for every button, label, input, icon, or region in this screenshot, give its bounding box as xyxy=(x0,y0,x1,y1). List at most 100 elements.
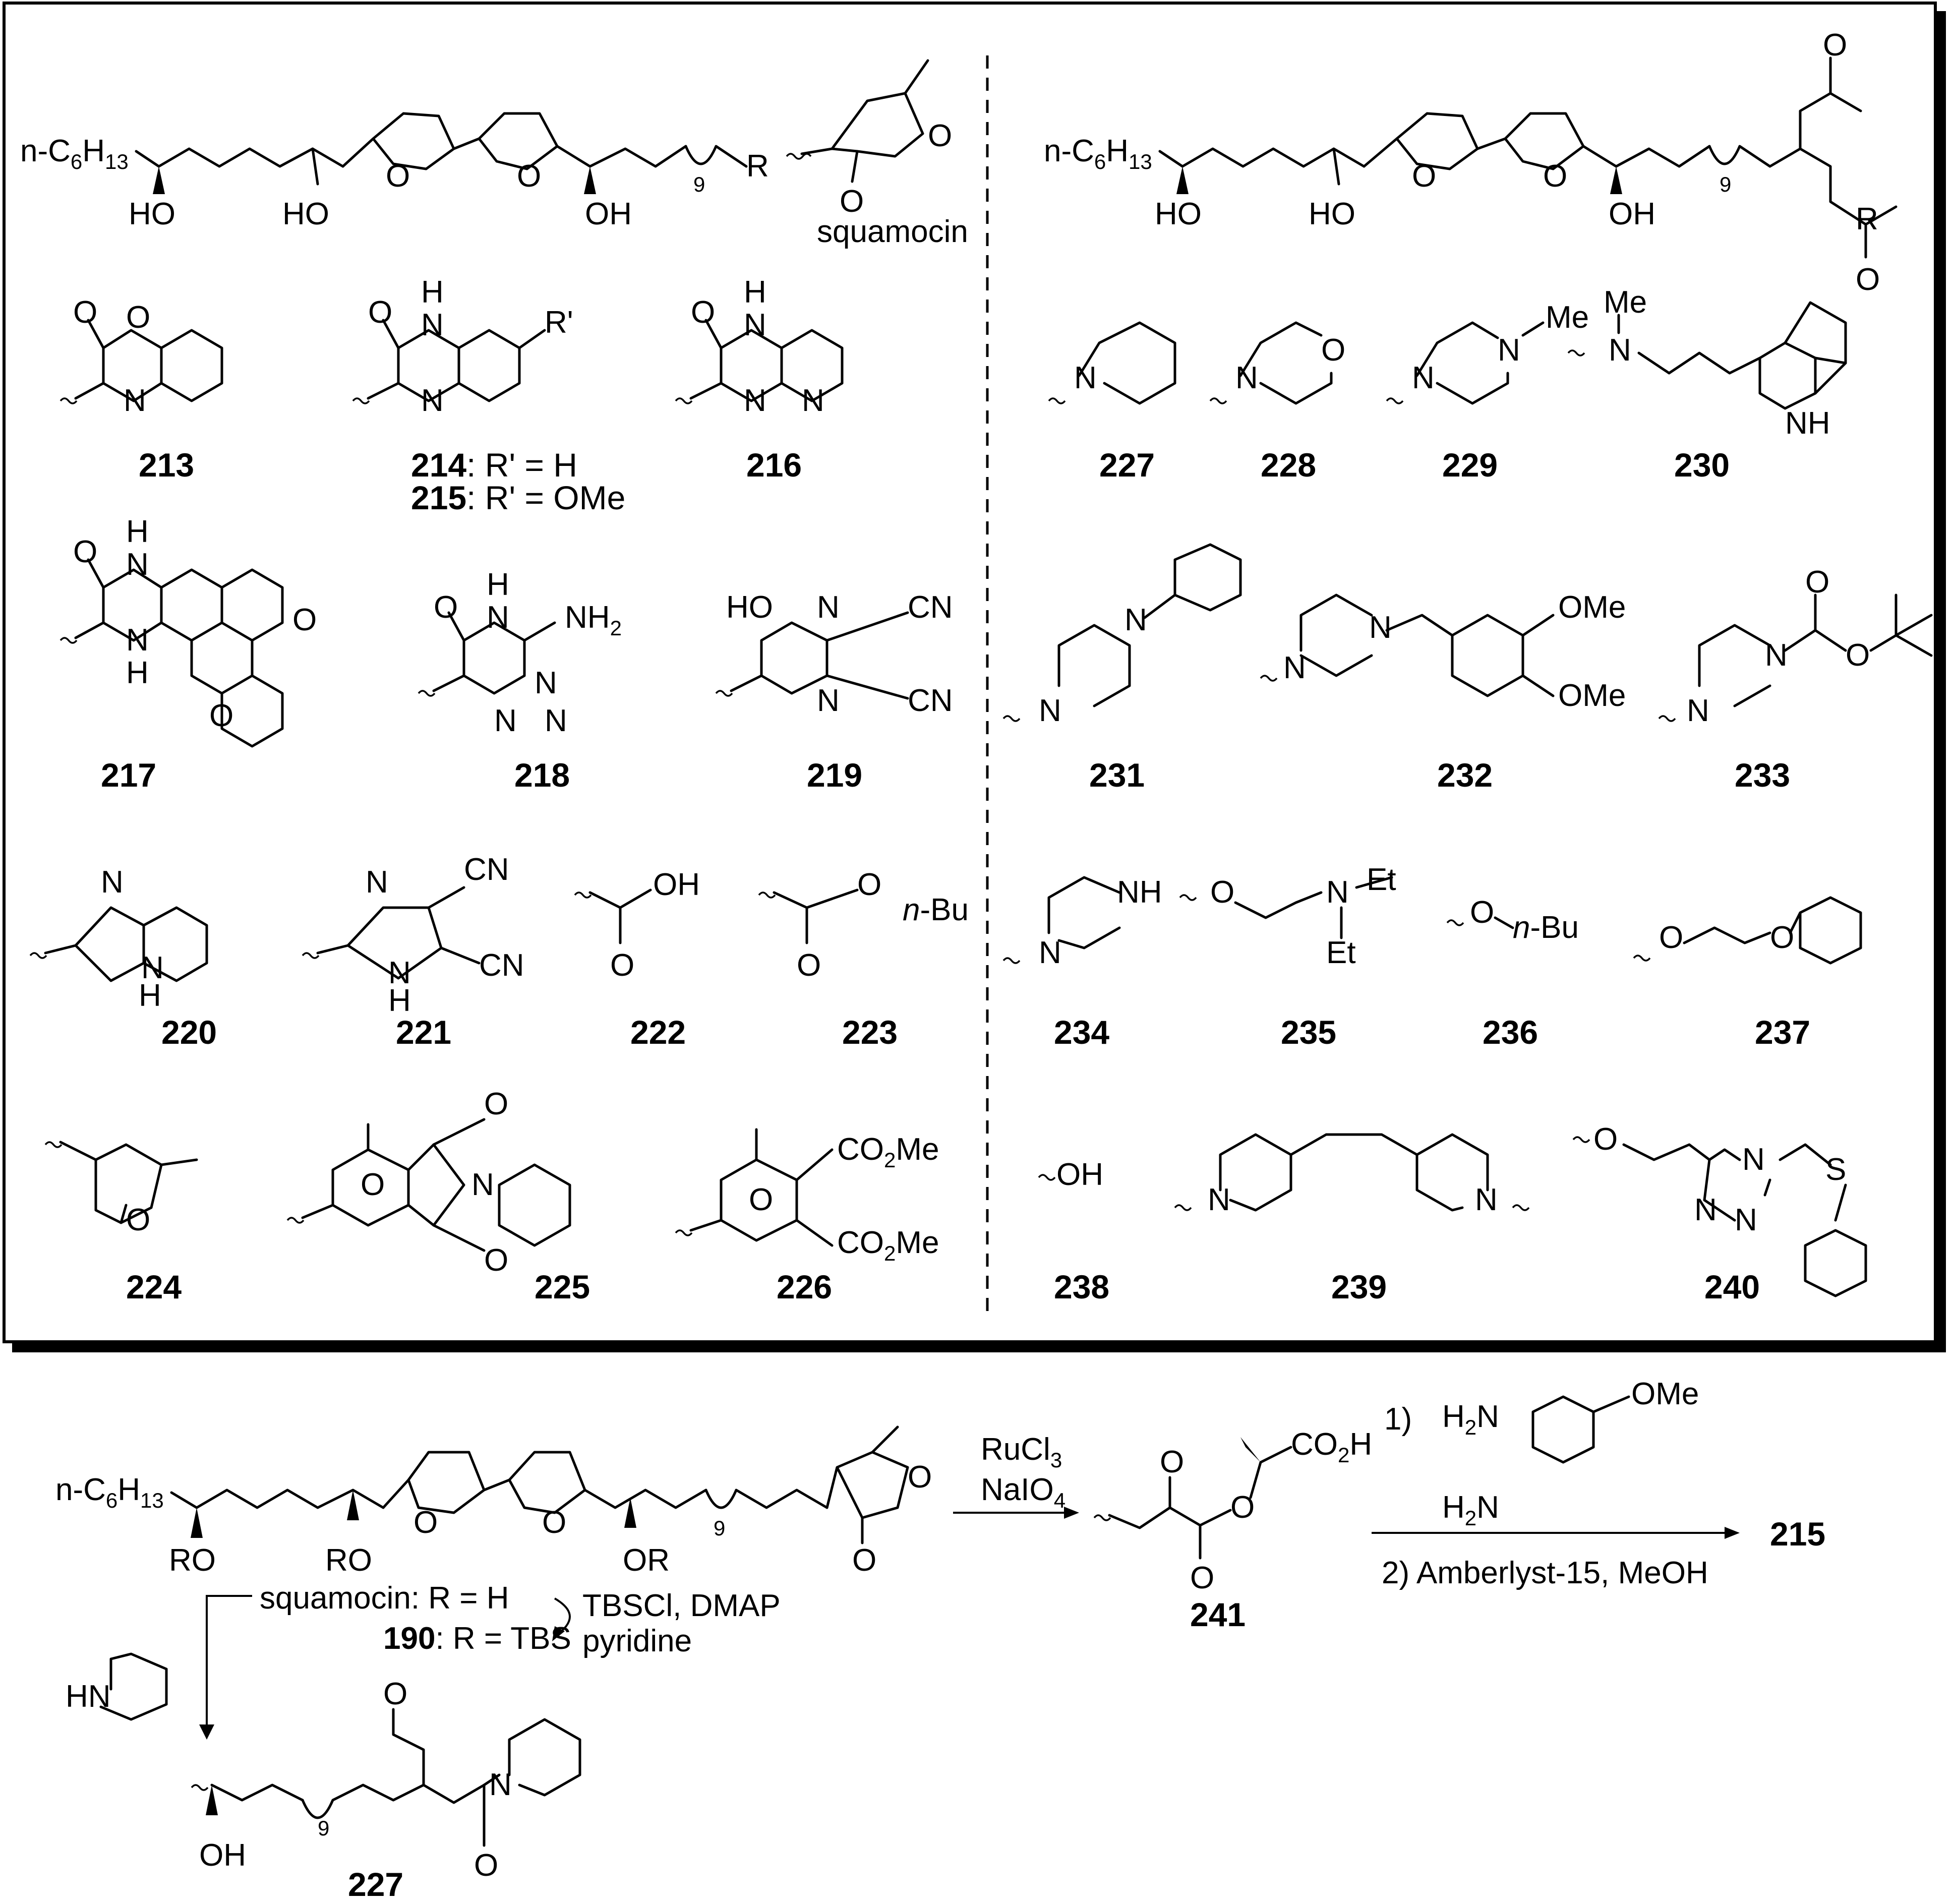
svg-text:1): 1) xyxy=(1384,1402,1412,1437)
svg-text:Me: Me xyxy=(1604,285,1647,320)
svg-text:O: O xyxy=(1470,895,1494,930)
svg-text:237: 237 xyxy=(1755,1014,1810,1051)
svg-text:N: N xyxy=(817,683,840,718)
svg-text:215: R' = OMe: 215: R' = OMe xyxy=(411,479,625,516)
svg-text:N: N xyxy=(545,703,567,738)
svg-text:N: N xyxy=(802,383,824,418)
svg-text:CO2Me: CO2Me xyxy=(837,1132,939,1172)
svg-text:NH2: NH2 xyxy=(565,600,622,640)
svg-text:H: H xyxy=(388,983,411,1018)
compound-217: H N O N H O O 217 xyxy=(60,514,317,794)
scaffold-prefix: n-C6H13 xyxy=(20,134,129,173)
compound-214: H N O N R' 214: R' = H 215: R' = OMe xyxy=(352,275,625,516)
compound-226: O CO2Me CO2Me 226 xyxy=(675,1128,939,1305)
svg-text:O: O xyxy=(209,698,233,733)
compound-213: O O N 213 xyxy=(60,295,223,484)
compound-225: O N O O 225 xyxy=(286,1087,590,1305)
svg-text:233: 233 xyxy=(1735,756,1790,794)
panel-frame xyxy=(3,2,1937,1343)
svg-text:N: N xyxy=(1765,638,1788,673)
svg-text:N: N xyxy=(388,956,411,990)
svg-text:9: 9 xyxy=(1720,172,1731,196)
svg-text:2) Amberlyst-15, MeOH: 2) Amberlyst-15, MeOH xyxy=(1382,1556,1708,1590)
svg-text:N: N xyxy=(1124,603,1147,637)
svg-text:CO2Me: CO2Me xyxy=(837,1225,939,1265)
svg-text:n-Bu: n-Bu xyxy=(903,892,969,927)
svg-text:O: O xyxy=(908,1460,932,1495)
svg-text:O: O xyxy=(1543,159,1567,194)
svg-text:O: O xyxy=(383,1677,407,1711)
svg-text:O: O xyxy=(126,1203,150,1237)
amide-product-227: O OH 9 N O 227 xyxy=(191,1677,581,1903)
compound-219: HO N CN N CN 219 xyxy=(715,590,953,794)
svg-text:N: N xyxy=(421,383,444,418)
svg-text:O: O xyxy=(840,184,864,219)
svg-text:N: N xyxy=(124,383,146,418)
svg-text:O: O xyxy=(1210,875,1234,910)
svg-text:NaIO4: NaIO4 xyxy=(981,1472,1065,1512)
svg-text:H: H xyxy=(139,978,161,1013)
svg-text:224: 224 xyxy=(126,1268,182,1305)
svg-text:N: N xyxy=(126,623,149,658)
svg-text:239: 239 xyxy=(1331,1268,1387,1305)
right-scaffold: n-C6H13 O R O HO HO OH O O 9 xyxy=(1044,28,1898,297)
svg-text:TBSCl, DMAP: TBSCl, DMAP xyxy=(582,1588,781,1623)
svg-text:O: O xyxy=(1321,333,1345,368)
svg-text:O: O xyxy=(1770,920,1794,955)
svg-text:squamocin: R = H: squamocin: R = H xyxy=(260,1581,509,1616)
svg-text:N: N xyxy=(101,865,124,900)
svg-text:HO: HO xyxy=(1309,197,1355,231)
svg-text:O: O xyxy=(749,1182,773,1217)
svg-text:O: O xyxy=(1659,920,1683,955)
svg-text:O: O xyxy=(368,295,392,330)
svg-text:N: N xyxy=(1412,361,1435,395)
svg-text:221: 221 xyxy=(396,1014,451,1051)
svg-text:O: O xyxy=(852,1543,876,1578)
svg-text:N: N xyxy=(494,703,517,738)
svg-text:218: 218 xyxy=(514,756,570,794)
svg-text:O: O xyxy=(1190,1561,1214,1595)
svg-text:OR: OR xyxy=(623,1543,670,1578)
svg-text:N: N xyxy=(535,666,557,700)
svg-text:HO: HO xyxy=(1155,197,1202,231)
svg-text:O: O xyxy=(413,1505,438,1540)
svg-text:CN: CN xyxy=(479,948,524,983)
svg-text:H: H xyxy=(126,514,149,549)
compound-222: OH O 222 xyxy=(574,867,700,1051)
compound-239: N N 239 xyxy=(1174,1133,1530,1305)
svg-text:214: R' = H: 214: R' = H xyxy=(411,446,577,484)
svg-text:O: O xyxy=(474,1848,498,1883)
svg-text:O: O xyxy=(1846,638,1870,673)
svg-text:O: O xyxy=(1856,262,1880,297)
svg-text:Et: Et xyxy=(1367,862,1396,897)
svg-text:235: 235 xyxy=(1281,1014,1336,1051)
svg-text:HO: HO xyxy=(726,590,773,625)
svg-text:NH: NH xyxy=(1117,875,1162,910)
svg-text:190: R = TBS: 190: R = TBS xyxy=(383,1621,571,1656)
svg-text:Et: Et xyxy=(1326,935,1356,970)
svg-text:N: N xyxy=(1235,361,1258,395)
svg-text:222: 222 xyxy=(630,1014,686,1051)
svg-text:232: 232 xyxy=(1437,756,1493,794)
svg-text:N: N xyxy=(489,1767,512,1802)
svg-text:9: 9 xyxy=(714,1516,725,1540)
svg-text:220: 220 xyxy=(161,1014,217,1051)
svg-text:N: N xyxy=(126,547,149,582)
svg-text:O: O xyxy=(1412,159,1436,194)
svg-text:N: N xyxy=(141,950,164,985)
svg-text:9: 9 xyxy=(693,172,705,196)
svg-text:CO2H: CO2H xyxy=(1291,1427,1372,1467)
svg-text:n-Bu: n-Bu xyxy=(1513,910,1579,945)
svg-text:RuCl3: RuCl3 xyxy=(981,1432,1062,1472)
svg-text:227: 227 xyxy=(1099,446,1155,484)
svg-text:NH: NH xyxy=(1785,406,1830,441)
svg-text:OH: OH xyxy=(1609,197,1655,231)
svg-text:N: N xyxy=(1694,1193,1717,1227)
svg-text:N: N xyxy=(1742,1142,1765,1177)
svg-text:pyridine: pyridine xyxy=(582,1624,692,1658)
svg-text:215: 215 xyxy=(1770,1515,1825,1553)
svg-text:O: O xyxy=(292,603,317,637)
svg-text:N: N xyxy=(1609,333,1631,368)
svg-text:227: 227 xyxy=(348,1866,403,1901)
